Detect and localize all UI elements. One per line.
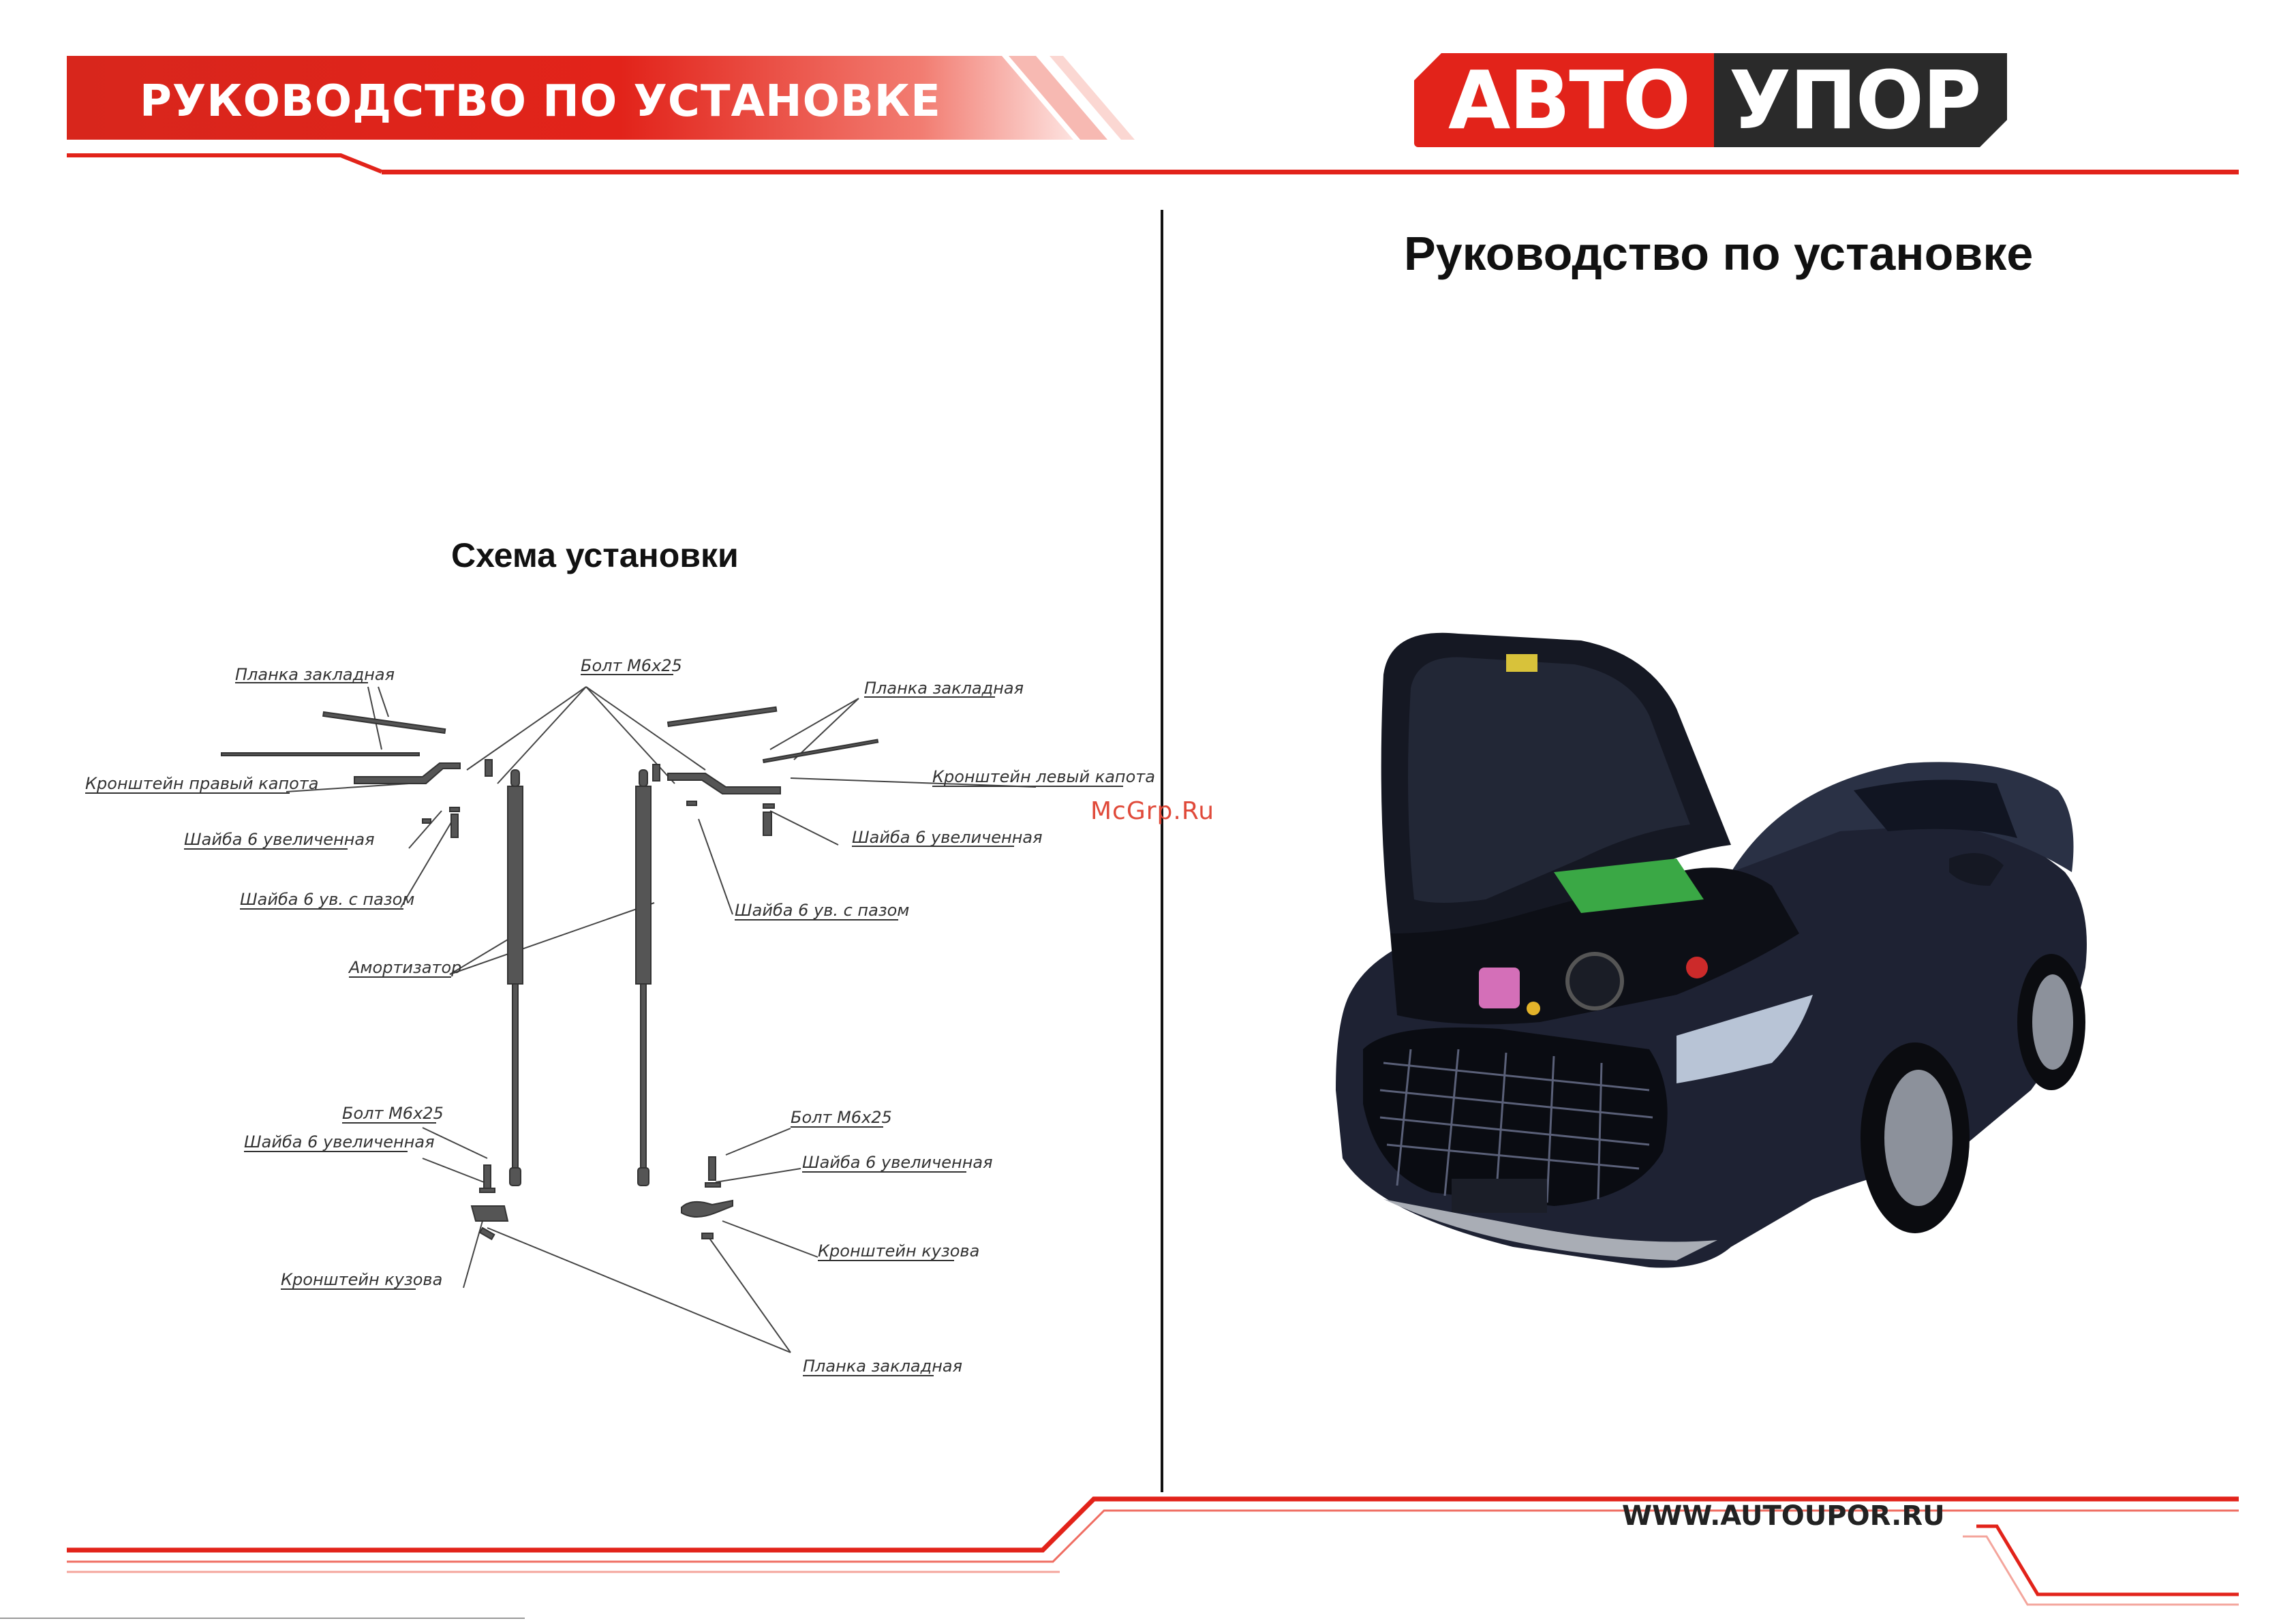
label-shaiba-paz-right: Шайба 6 ув. с пазом xyxy=(735,901,909,920)
label-kron-left: Кронштейн левый капота xyxy=(932,767,1155,786)
label-shaiba-paz-left: Шайба 6 ув. с пазом xyxy=(240,890,414,909)
scheme-title: Схема установки xyxy=(451,536,739,574)
label-kron-kuzova-right: Кронштейн кузова xyxy=(818,1241,979,1261)
footer-decoration xyxy=(0,1496,2239,1619)
header-banner xyxy=(67,56,1135,174)
label-shaiba-bottom-right: Шайба 6 увеличенная xyxy=(802,1153,993,1172)
label-bolt-top: Болт М6х25 xyxy=(581,656,682,675)
right-panel-title: Руководство по установке xyxy=(1404,227,2034,280)
label-shaiba-right: Шайба 6 увеличенная xyxy=(852,828,1043,847)
center-divider xyxy=(1161,210,1163,1492)
label-amortizator: Амортизатор xyxy=(348,958,461,977)
installation-diagram: Планка закладная Болт М6х25 Планка закла… xyxy=(85,656,1155,1376)
brand-logo: АВТО УПОР xyxy=(1414,53,2007,147)
label-kron-right: Кронштейн правый капота xyxy=(85,774,319,793)
header-rule xyxy=(382,170,2239,174)
watermark: McGrp.Ru xyxy=(1090,797,1215,825)
footer-url: WWW.AUTOUPOR.RU xyxy=(1622,1500,1945,1532)
label-planka-2: Планка закладная xyxy=(864,679,1024,698)
label-shaiba-left: Шайба 6 увеличенная xyxy=(184,830,375,849)
car-icon xyxy=(1336,632,2087,1268)
label-planka-1: Планка закладная xyxy=(235,665,395,684)
logo-text-dark: УПОР xyxy=(1729,53,1982,147)
label-bolt-bottom-left: Болт М6х25 xyxy=(342,1104,444,1123)
label-shaiba-bottom-left: Шайба 6 увеличенная xyxy=(244,1132,435,1151)
label-kron-kuzova-left: Кронштейн кузова xyxy=(281,1270,442,1289)
label-planka-bottom: Планка закладная xyxy=(803,1357,962,1376)
label-bolt-bottom-right: Болт М6х25 xyxy=(791,1108,892,1127)
header-title: РУКОВОДСТВО ПО УСТАНОВКЕ xyxy=(140,76,941,127)
logo-text-red: АВТО xyxy=(1448,53,1691,147)
